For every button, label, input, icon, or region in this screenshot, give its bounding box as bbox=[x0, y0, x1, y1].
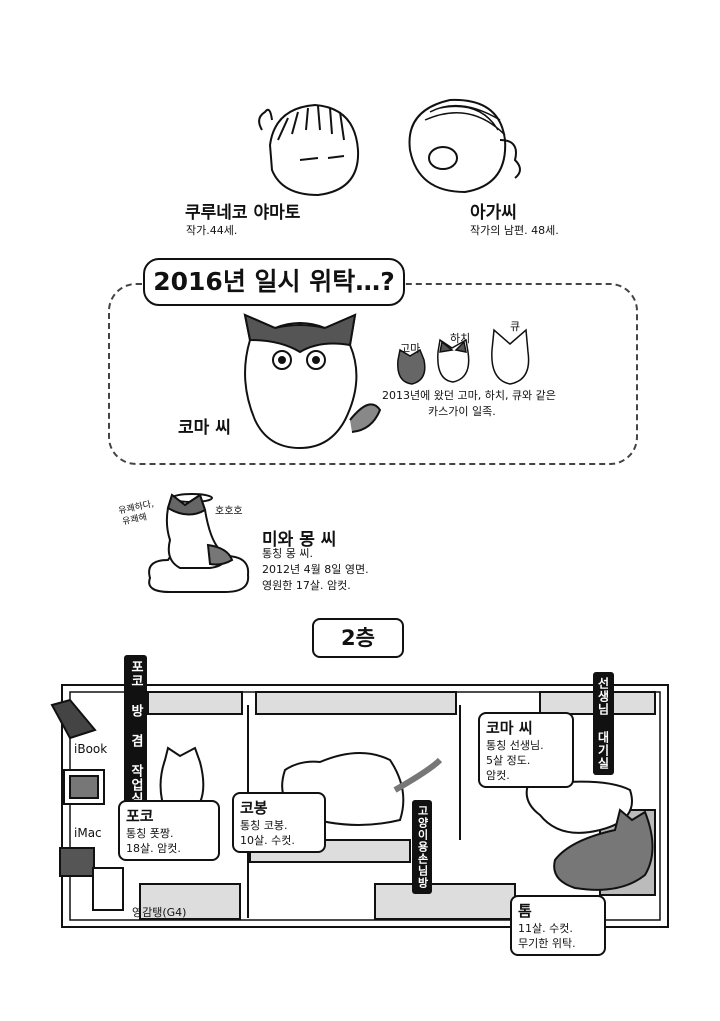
koma-foster-name: 코마 씨 bbox=[178, 418, 231, 438]
koma-line3: 암컷. bbox=[486, 769, 510, 782]
ibook-label: iBook bbox=[74, 742, 108, 756]
author-desc: 작가.44세. bbox=[186, 224, 238, 237]
tom-label-box: 톰 11살. 수컷. 무기한 위탁. bbox=[510, 895, 606, 956]
husband-desc: 작가의 남편. 48세. bbox=[470, 224, 559, 237]
author-name: 쿠루네코 야마토 bbox=[185, 203, 301, 223]
poko-label-box: 포코 통칭 폿짱. 18살. 암컷. bbox=[118, 800, 220, 861]
koma-line2: 5살 정도. bbox=[486, 754, 531, 767]
section-title: 2016년 일시 위탁…? bbox=[143, 258, 405, 306]
tom-line1: 11살. 수컷. bbox=[518, 922, 573, 935]
miwamong-cat-drawing bbox=[148, 493, 250, 593]
author-head-drawing bbox=[258, 103, 360, 197]
poko-line2: 18살. 암컷. bbox=[126, 842, 181, 855]
floor-label: 2층 bbox=[312, 618, 404, 658]
small-cats-drawing bbox=[397, 328, 530, 385]
small-cat-label-hachi: 하치 bbox=[450, 332, 471, 345]
koma-cat-drawing bbox=[243, 313, 382, 450]
koma-name: 코마 씨 bbox=[486, 719, 533, 737]
kobong-line1: 통칭 코봉. bbox=[240, 819, 288, 832]
miwamong-line1: 통칭 몽 씨. bbox=[262, 547, 313, 560]
foster-note-line1: 2013년에 왔던 고마, 하치, 큐와 같은 bbox=[382, 389, 556, 402]
small-cat-label-kyu: 큐 bbox=[510, 320, 521, 333]
miwamong-name: 미와 몽 씨 bbox=[262, 530, 337, 550]
kobong-label-box: 코봉 통칭 코봉. 10살. 수컷. bbox=[232, 792, 326, 853]
imac-label: iMac bbox=[74, 826, 102, 840]
kobong-line2: 10살. 수컷. bbox=[240, 834, 295, 847]
g4-label: 영감탱(G4) bbox=[132, 906, 187, 919]
miwamong-line2: 2012년 4월 8일 영면. bbox=[262, 563, 369, 576]
koma-line1: 통칭 선생님. bbox=[486, 739, 544, 752]
foster-note-line2: 카스가이 일족. bbox=[428, 405, 496, 418]
poko-name: 포코 bbox=[126, 807, 154, 825]
kobong-name: 코봉 bbox=[240, 799, 268, 817]
small-cat-label-goma: 고마 bbox=[400, 342, 421, 355]
tom-name: 톰 bbox=[518, 902, 532, 920]
devices-drawing bbox=[50, 698, 124, 911]
husband-head-drawing bbox=[408, 98, 521, 194]
guest-room-label: 고양이용손님방 bbox=[412, 800, 432, 894]
poko-room-label: 포코 방 겸 작업실 bbox=[124, 655, 147, 811]
poko-line1: 통칭 폿짱. bbox=[126, 827, 174, 840]
husband-name: 아가씨 bbox=[470, 203, 517, 223]
waiting-room-label: 선생님 대기실 bbox=[593, 672, 614, 775]
miwamong-exclaim-right: 호호호 bbox=[215, 506, 243, 517]
miwamong-line3: 영원한 17살. 암컷. bbox=[262, 579, 351, 592]
koma-label-box: 코마 씨 통칭 선생님. 5살 정도. 암컷. bbox=[478, 712, 574, 788]
tom-line2: 무기한 위탁. bbox=[518, 937, 576, 950]
